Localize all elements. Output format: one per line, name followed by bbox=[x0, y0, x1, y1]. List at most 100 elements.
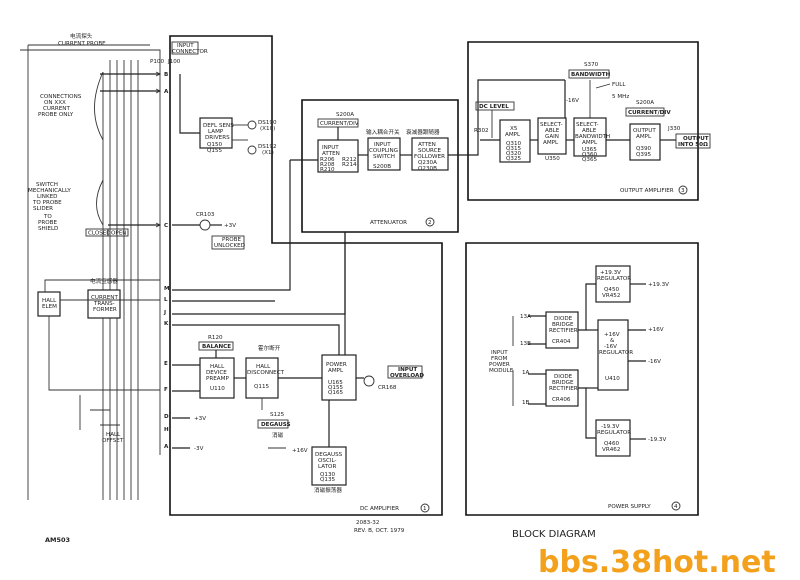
svg-text:CURRENT/DIV: CURRENT/DIV bbox=[320, 121, 359, 127]
svg-text:-16V: -16V bbox=[648, 359, 661, 365]
atten-source-follower-box bbox=[411, 137, 449, 171]
switch-open-label: OPEN bbox=[111, 231, 127, 237]
svg-text:DEGAUSS: DEGAUSS bbox=[261, 422, 291, 428]
svg-text:CR103: CR103 bbox=[196, 212, 215, 218]
svg-text:CR404: CR404 bbox=[552, 339, 571, 345]
svg-text:R120: R120 bbox=[208, 335, 223, 341]
watermark: bbs.38hot.net bbox=[538, 545, 776, 580]
doc-number: 2083-32 bbox=[356, 520, 379, 526]
input-coupling-box bbox=[367, 137, 401, 171]
svg-text:+16V: +16V bbox=[648, 327, 664, 333]
svg-text:S370: S370 bbox=[584, 62, 599, 68]
svg-text:CR168: CR168 bbox=[378, 385, 397, 391]
svg-text:U350: U350 bbox=[545, 156, 560, 162]
svg-text:5 MHz: 5 MHz bbox=[612, 94, 629, 100]
regulator-neg19-box bbox=[595, 419, 631, 457]
svg-text:霍尔断开: 霍尔断开 bbox=[258, 344, 281, 352]
p100-label: P100 bbox=[150, 59, 164, 65]
regulator-16v-box bbox=[597, 319, 629, 391]
svg-text:ATTENUATOR: ATTENUATOR bbox=[370, 220, 407, 226]
svg-text:C: C bbox=[164, 223, 168, 229]
svg-text:K: K bbox=[164, 321, 169, 327]
probe-title: CURRENT PROBE bbox=[58, 41, 106, 47]
footer: AM503 2083-32 REV. B, OCT. 1979 BLOCK DI… bbox=[45, 520, 776, 580]
svg-text:M: M bbox=[164, 286, 170, 292]
svg-text:DS190(X10): DS190(X10) bbox=[258, 120, 277, 132]
svg-text:FULL: FULL bbox=[612, 82, 626, 88]
svg-text:J: J bbox=[163, 310, 166, 316]
svg-text:4: 4 bbox=[674, 504, 678, 510]
svg-text:DC LEVEL: DC LEVEL bbox=[479, 104, 509, 110]
svg-text:-3V: -3V bbox=[194, 446, 204, 452]
svg-text:Q115: Q115 bbox=[254, 384, 270, 390]
svg-text:H: H bbox=[164, 427, 169, 433]
svg-text:BALANCE: BALANCE bbox=[202, 344, 231, 350]
svg-text:消磁: 消磁 bbox=[272, 431, 284, 439]
svg-text:CURRENT/DIV: CURRENT/DIV bbox=[628, 110, 671, 116]
svg-text:D: D bbox=[164, 414, 169, 420]
svg-text:-19.3V: -19.3V bbox=[648, 437, 666, 443]
svg-text:1B: 1B bbox=[522, 400, 530, 406]
svg-text:DS192(X1): DS192(X1) bbox=[258, 144, 277, 156]
svg-text:J330: J330 bbox=[667, 126, 681, 132]
svg-text:+3V: +3V bbox=[194, 416, 206, 422]
input-atten-box bbox=[317, 139, 359, 173]
j100-label: J100 bbox=[167, 59, 181, 65]
selectable-gain-box bbox=[537, 117, 567, 155]
selectable-bandwidth-box bbox=[573, 117, 607, 157]
svg-text:B: B bbox=[164, 72, 168, 78]
svg-text:CR406: CR406 bbox=[552, 397, 571, 403]
svg-text:BANDWIDTH: BANDWIDTH bbox=[571, 72, 611, 78]
svg-text:13B: 13B bbox=[520, 341, 531, 347]
svg-text:OUTPUT AMPLIFIER: OUTPUT AMPLIFIER bbox=[620, 188, 674, 194]
diagram-title: BLOCK DIAGRAM bbox=[512, 529, 596, 540]
frame-lines bbox=[20, 35, 699, 516]
svg-text:S125: S125 bbox=[270, 412, 285, 418]
probe-title-cn: 电流探头 bbox=[70, 32, 93, 40]
svg-text:DC AMPLIFIER: DC AMPLIFIER bbox=[360, 506, 399, 512]
svg-text:消磁振荡器: 消磁振荡器 bbox=[314, 486, 342, 494]
model-label: AM503 bbox=[45, 536, 70, 544]
svg-text:+19.3V: +19.3V bbox=[648, 282, 669, 288]
current-transformer-box bbox=[87, 289, 121, 319]
switch-closed-label: CLOSED bbox=[88, 231, 111, 237]
svg-text:S200B: S200B bbox=[373, 164, 391, 170]
bridge-rectifier-1-box bbox=[545, 311, 579, 349]
output-ampl-box bbox=[629, 123, 661, 161]
svg-text:POWER SUPPLY: POWER SUPPLY bbox=[608, 504, 651, 510]
svg-text:U110: U110 bbox=[210, 386, 225, 392]
